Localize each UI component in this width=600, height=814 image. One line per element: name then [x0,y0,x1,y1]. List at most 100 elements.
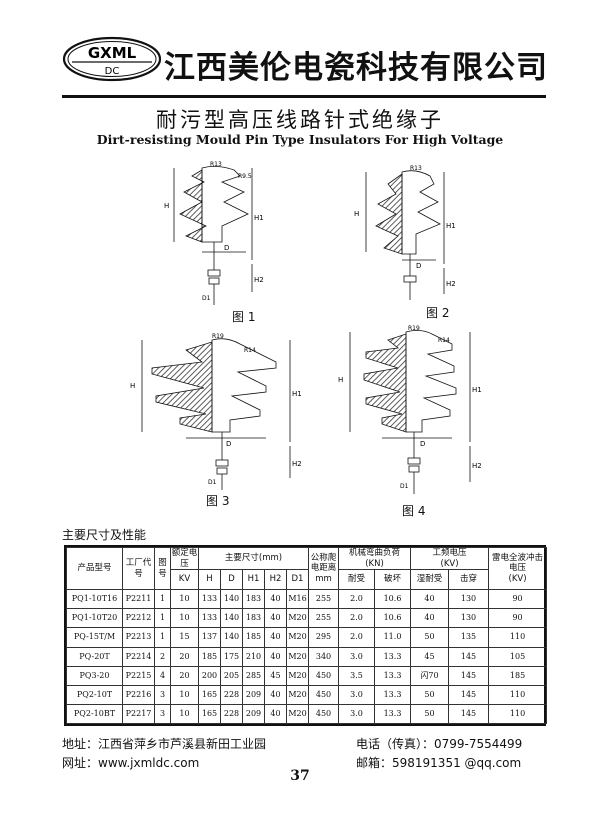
table-cell: 40 [410,589,450,610]
table-cell: 228 [220,684,243,705]
table-cell: 50 [410,684,450,705]
figure-2-label-r13: R13 [410,165,422,172]
header-pf-wet: 湿耐受 [410,569,450,591]
table-cell: 183 [242,589,265,610]
header-dim-d1: D1 [286,569,309,591]
figure-1-label-d1: D1 [202,295,211,302]
table-cell: 145 [448,665,490,686]
figure-3-label-r14: R14 [244,347,256,354]
table-cell: PQ2-10T [66,684,123,705]
header-dim-h: H [198,569,221,591]
figure-2-label-h: H [354,210,359,218]
header-model: 产品型号 [66,546,123,591]
figure-1-label-r95: R9.5 [238,173,252,180]
table-cell: 3.5 [338,665,375,686]
table-cell: 3.0 [338,684,375,705]
figure-4-caption: 图 4 [402,504,426,518]
table-cell: 145 [448,703,490,725]
table-cell: 185 [242,627,265,648]
table-cell: M20 [286,703,309,725]
footer-website[interactable]: 网址：www.jxmldc.com [62,756,200,770]
header-pf-puncture: 击穿 [448,569,490,591]
table-cell: 450 [308,703,339,725]
table-cell: 1 [154,608,171,629]
figure-4-label-h: H [338,376,343,384]
table-cell: 3 [154,684,171,705]
logo-text-bottom: DC [105,66,120,77]
header-impulse: 雷电全波冲击电压 (KV) [488,546,548,591]
table-cell: 40 [264,589,287,610]
table-cell: 133 [198,589,221,610]
page-header: GXML DC 江西美伦电瓷科技有限公司 [62,30,547,92]
table-cell: P2214 [122,646,155,667]
table-cell: 1 [154,589,171,610]
table-cell: P2213 [122,627,155,648]
table-cell: 45 [264,665,287,686]
table-cell: 185 [198,646,221,667]
table-cell: 1 [154,627,171,648]
figure-3-label-h: H [130,382,135,390]
table-cell: 13.3 [373,646,412,667]
table-cell: 133 [198,608,221,629]
header-impulse-unit: (KV) [508,573,527,584]
table-cell: 130 [448,589,490,610]
table-cell: 450 [308,665,339,686]
table-cell: P2211 [122,589,155,610]
figure-3-drawing: R19 R14 H H1 H2 D D1 [126,332,306,492]
figure-2-label-h2: H2 [446,280,456,288]
header-mech-load-unit: (KN) [365,558,384,569]
table-cell: PQ-15T/M [66,627,123,648]
specs-table-frame: 产品型号 工厂代号 图号 额定电压 主要尺寸(mm) 公称爬电距离 mm 机械弯… [64,545,548,726]
figure-1-label-d: D [224,244,229,252]
header-pf-voltage: 工频电压 (KV) [410,546,490,571]
table-cell: 165 [198,703,221,725]
table-cell: 140 [220,627,243,648]
footer-email[interactable]: 邮箱：598191351 @qq.com [356,756,522,770]
table-cell: 2.0 [338,608,375,629]
header-creepage-unit: mm [315,573,332,584]
table-cell: PQ3-20 [66,665,123,686]
table-cell: M20 [286,665,309,686]
table-cell: 183 [242,608,265,629]
logo-text-top: GXML [88,44,137,62]
table-cell: 3 [154,703,171,725]
table-cell: PQ-20T [66,646,123,667]
figure-1-caption: 图 1 [232,310,256,324]
figure-1-label-h1: H1 [254,214,264,222]
table-section-label: 主要尺寸及性能 [62,528,147,542]
table-cell: 105 [488,646,548,667]
figure-4-drawing: R19 R14 H H1 H2 D D1 [336,322,486,498]
figure-4-label-r14: R14 [438,337,450,344]
table-cell: 2 [154,646,171,667]
table-cell: 340 [308,646,339,667]
page-number: 37 [283,766,317,786]
table-cell: 255 [308,589,339,610]
figure-4-label-h2: H2 [472,462,482,470]
table-cell: M20 [286,608,309,629]
header-dim-h2: H2 [264,569,287,591]
header-rated-voltage-unit: KV [170,569,199,591]
table-cell: 209 [242,703,265,725]
header-mech-withstand: 耐受 [338,569,375,591]
header-dim-h1: H1 [242,569,265,591]
figure-1-drawing: R13 R9.5 H H1 H2 D D1 [162,160,272,310]
table-cell: 450 [308,684,339,705]
header-pf-voltage-label: 工频电压 [432,548,467,558]
figure-3-label-d1: D1 [208,479,217,486]
table-cell: 137 [198,627,221,648]
figure-2-drawing: R13 H H1 H2 D [350,164,460,304]
table-cell: 闪70 [410,665,450,686]
table-cell: 90 [488,589,548,610]
table-cell: P2215 [122,665,155,686]
table-cell: 50 [410,703,450,725]
table-cell: 4 [154,665,171,686]
table-cell: 165 [198,684,221,705]
figure-2-caption: 图 2 [426,306,450,320]
figure-4-label-r19: R19 [408,325,420,332]
table-cell: 40 [264,684,287,705]
table-cell: PQ1-10T20 [66,608,123,629]
table-cell: 10 [170,703,199,725]
